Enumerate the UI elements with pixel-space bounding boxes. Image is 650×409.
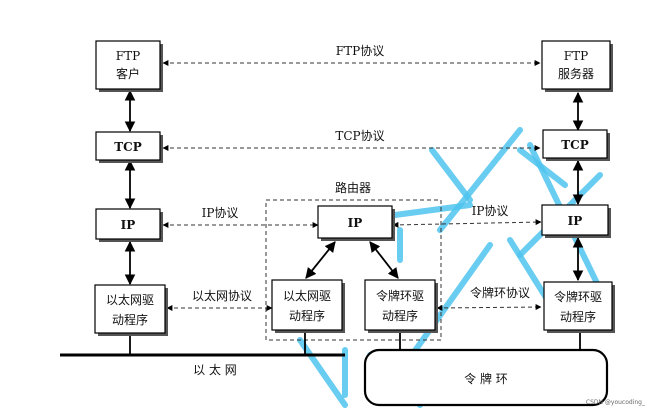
ethernet-protocol-label: 以太网协议 bbox=[192, 288, 252, 303]
ip-left-label: IP bbox=[121, 218, 136, 232]
ftp-server-line1: FTP bbox=[564, 49, 588, 63]
token-ring-protocol-arrow bbox=[436, 304, 542, 311]
router-container bbox=[265, 199, 442, 341]
token-ring-protocol-label: 令牌环协议 bbox=[470, 285, 530, 300]
arrow-router-ip-eth bbox=[305, 241, 336, 279]
ftp-client-line2: 客户 bbox=[116, 66, 140, 81]
token-driver-router-box bbox=[364, 279, 436, 331]
token-driver-router-line2: 动程序 bbox=[382, 308, 418, 323]
ip-right-box bbox=[541, 204, 609, 236]
eth-driver-router-line1: 以太网驱 bbox=[283, 288, 331, 303]
ip-right-label: IP bbox=[568, 214, 583, 228]
router-label: 路由器 bbox=[335, 180, 371, 195]
eth-driver-router-line2: 动程序 bbox=[289, 308, 325, 323]
token-driver-right-line1: 令牌环驱 bbox=[554, 289, 602, 304]
ftp-server-line2: 服务器 bbox=[558, 66, 594, 81]
eth-driver-router-box bbox=[271, 279, 343, 331]
ftp-client-line1: FTP bbox=[116, 49, 140, 63]
token-driver-router-line1: 令牌环驱 bbox=[376, 288, 424, 303]
eth-driver-left-box bbox=[94, 284, 166, 334]
token-driver-right-line2: 动程序 bbox=[560, 309, 596, 324]
watermark-credit: CSDN @youcoding_ bbox=[586, 399, 646, 406]
token-ring-label: 令 牌 环 bbox=[464, 371, 508, 386]
eth-driver-left-line2: 动程序 bbox=[112, 312, 148, 327]
ip-protocol-right-arrow bbox=[392, 219, 542, 228]
ip-router-label: IP bbox=[348, 216, 363, 230]
tcp-right-box bbox=[542, 129, 608, 159]
arrow-router-ip-token bbox=[369, 241, 399, 279]
ip-left-box bbox=[95, 208, 161, 240]
eth-driver-left-line1: 以太网驱 bbox=[106, 292, 154, 307]
ftp-server-box bbox=[541, 40, 611, 90]
token-driver-right-box bbox=[543, 281, 613, 331]
tcp-protocol-label: TCP协议 bbox=[335, 128, 384, 143]
tcp-left-box bbox=[95, 131, 161, 161]
ftp-protocol-label: FTP协议 bbox=[336, 43, 384, 58]
tcp-left-label: TCP bbox=[114, 140, 142, 154]
ip-router-box bbox=[317, 205, 393, 239]
token-ring bbox=[363, 348, 609, 407]
tcp-right-label: TCP bbox=[561, 138, 589, 152]
ip-protocol-left-label: IP协议 bbox=[202, 205, 239, 220]
ip-protocol-right-label: IP协议 bbox=[472, 203, 509, 218]
ftp-client-box bbox=[95, 40, 161, 90]
ethernet-label: 以 太 网 bbox=[193, 362, 237, 377]
